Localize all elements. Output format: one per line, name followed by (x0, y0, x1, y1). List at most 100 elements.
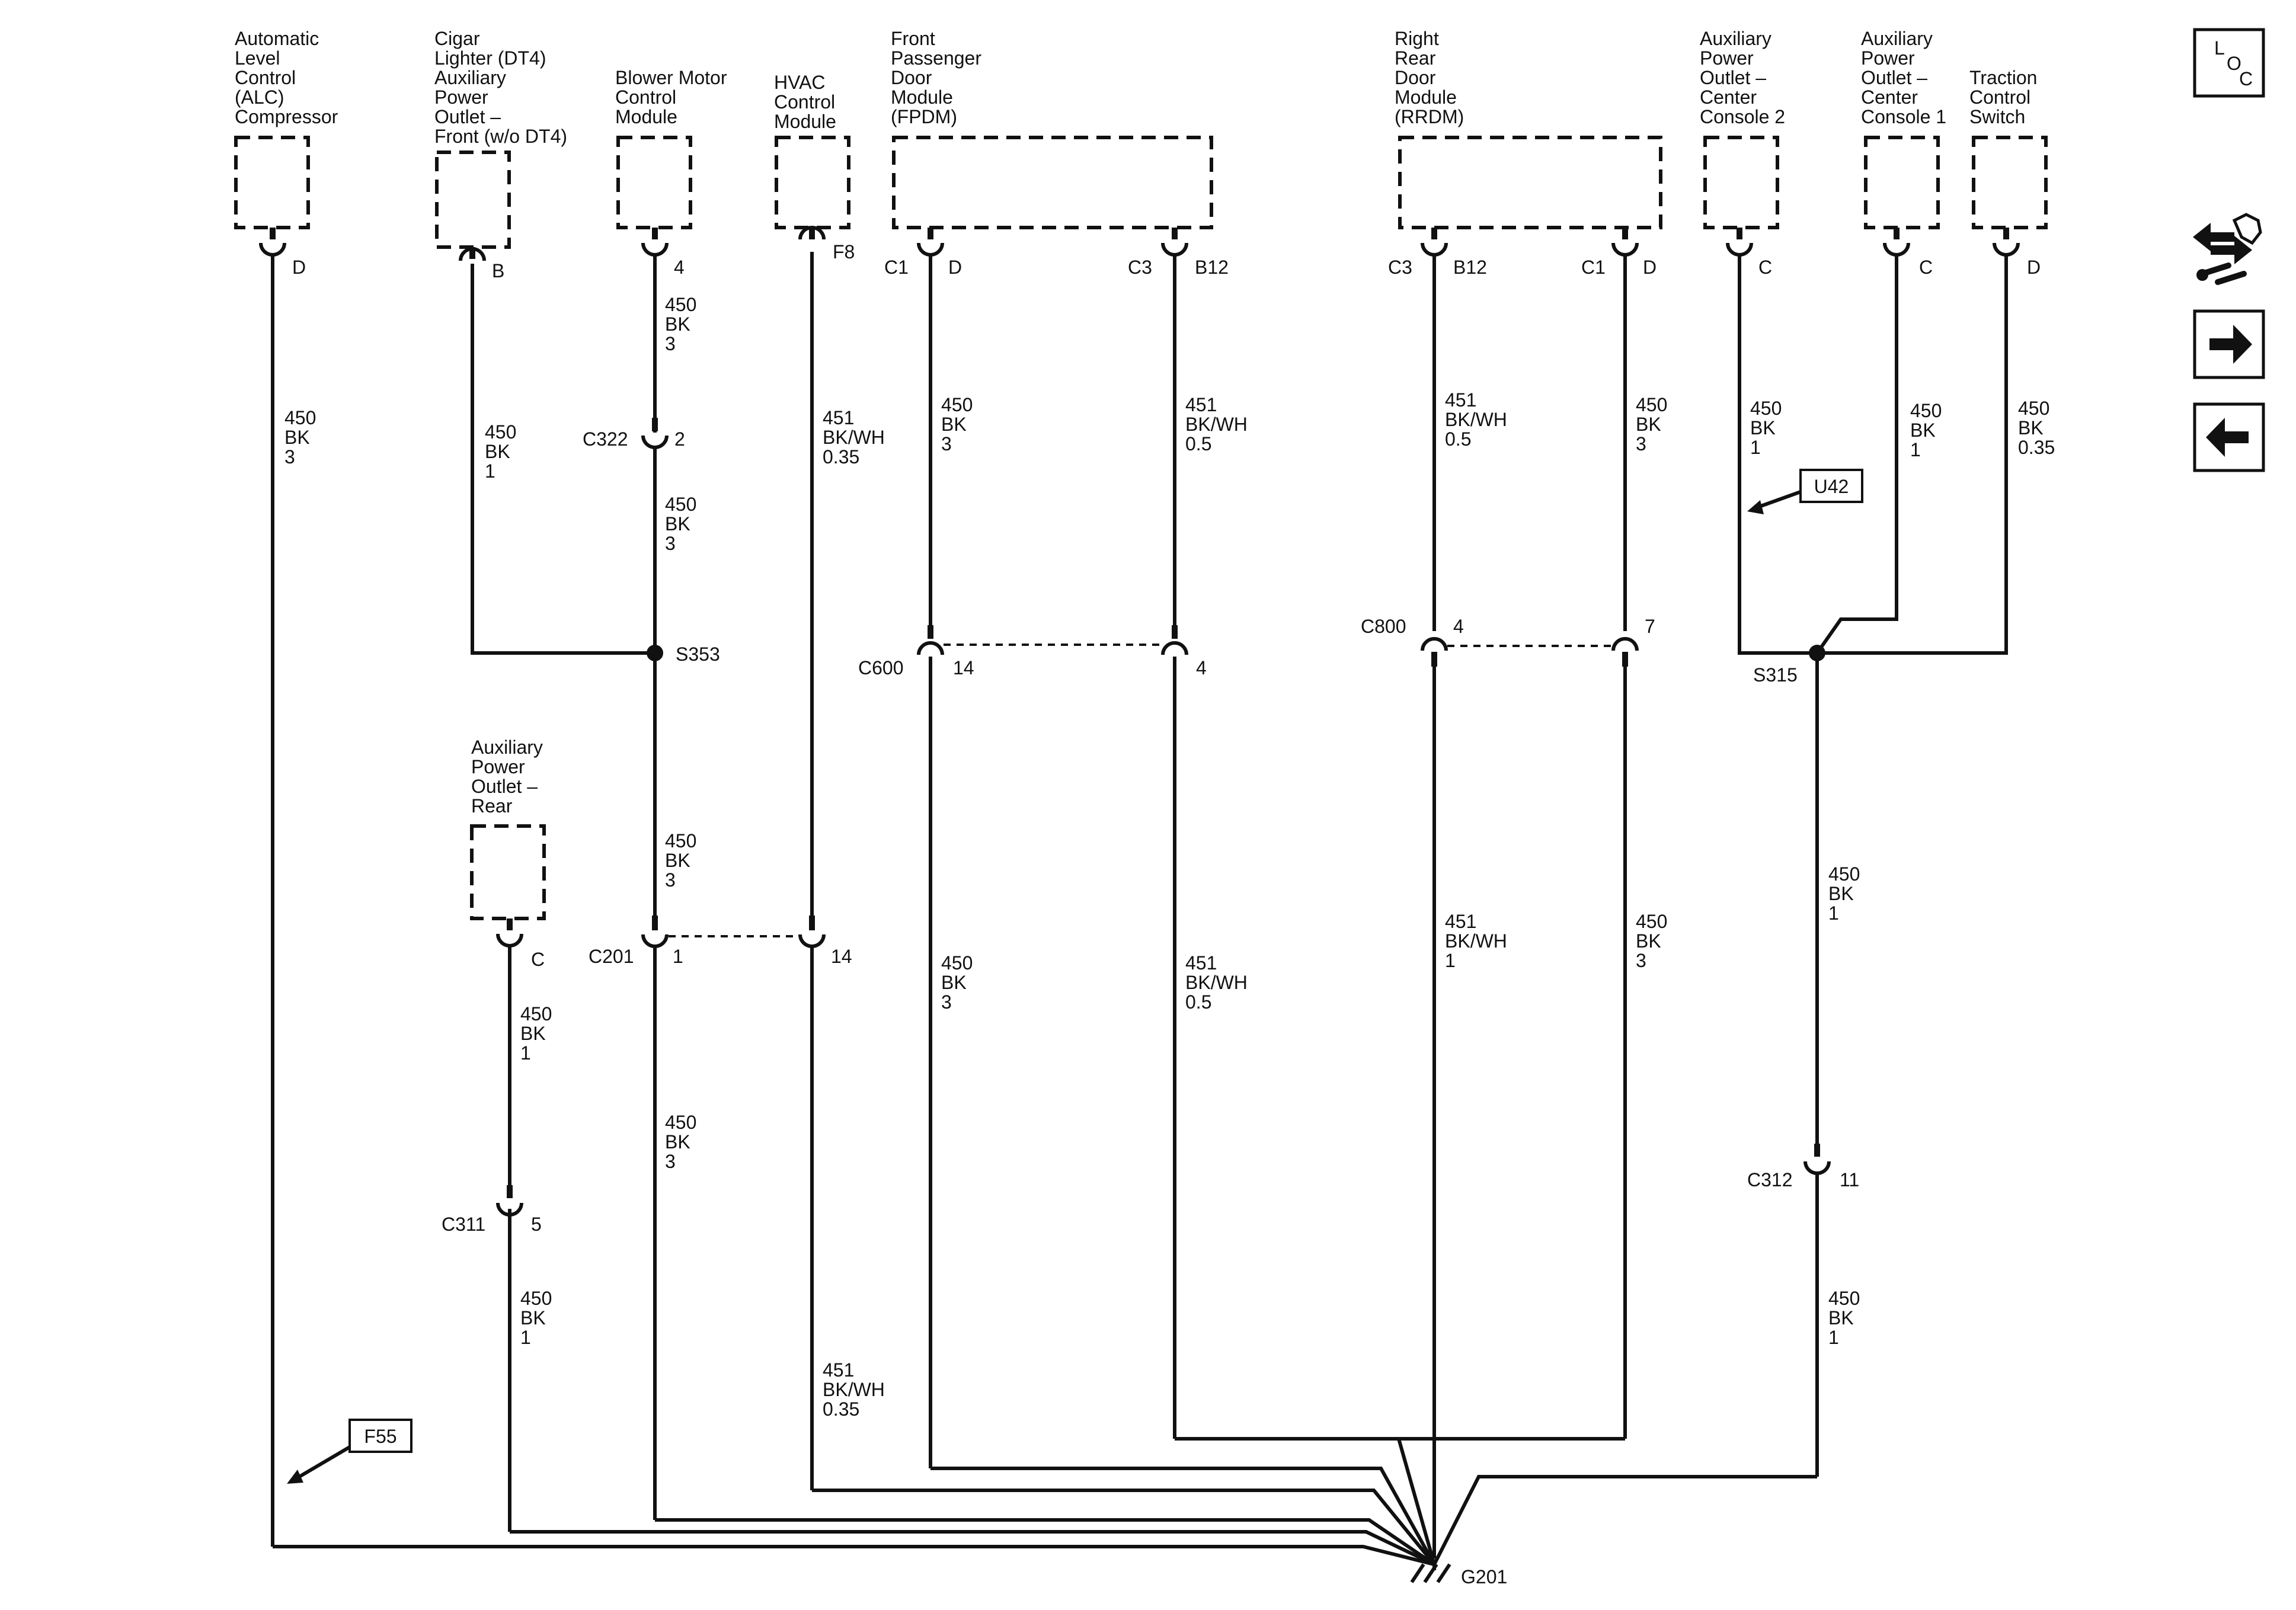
connector-c311[interactable] (496, 1185, 523, 1217)
pin-rrdm-d[interactable] (1611, 228, 1639, 257)
fpdm-title: Front Passenger Door Module (FPDM) (891, 28, 987, 127)
apo-center-console-1-box[interactable] (1864, 136, 1940, 229)
ground-g201[interactable] (1410, 1563, 1451, 1583)
splices (647, 645, 1825, 661)
connector-c201[interactable] (641, 916, 826, 948)
conn-label-rrdm-c3: C3 (1388, 257, 1412, 278)
ref-u42-label: U42 (1814, 476, 1849, 497)
connector-labels: C322 2 C201 1 14 C600 14 4 C800 4 7 C311… (442, 428, 1859, 1587)
ref-f55-label: F55 (364, 1426, 396, 1447)
component-swap-icon[interactable] (2193, 213, 2262, 285)
inline-connectors (496, 418, 1831, 1217)
loc-button[interactable]: L O C (2193, 28, 2265, 98)
cigar-title: Cigar Lighter (DT4) Auxiliary Power Outl… (434, 28, 567, 147)
ref-u42[interactable]: U42 (1747, 469, 1863, 514)
conn-label-fpdm-c1: C1 (884, 257, 909, 278)
connector-c600[interactable] (917, 625, 1188, 655)
c201-pin-1: 1 (673, 946, 683, 967)
cigar-lighter-box[interactable] (435, 151, 511, 249)
apo-rear-box[interactable] (470, 824, 546, 920)
pin-labels: D B 4 F8 C1 D C3 B12 C3 B12 C1 D C C D C (292, 241, 2041, 970)
apo-center-console-2-box[interactable] (1703, 136, 1779, 229)
pin-fpdm-b12[interactable] (1161, 228, 1188, 257)
connector-c312[interactable] (1803, 1144, 1831, 1175)
pin-label-cigar: B (492, 260, 504, 281)
traction-control-switch-box[interactable] (1972, 136, 2048, 229)
ref-f55[interactable]: F55 (287, 1419, 412, 1484)
pin-traction[interactable] (1993, 228, 2020, 257)
pin-label-apo-c2: C (1758, 257, 1772, 278)
apo-c2-title: Auxiliary Power Outlet – Center Console … (1700, 28, 1785, 127)
loc-letter-o: O (2227, 53, 2241, 74)
fpdm-box[interactable] (892, 136, 1213, 229)
pin-apo-rear[interactable] (496, 918, 523, 948)
wire-apo-c2[interactable] (1738, 255, 1817, 655)
pin-label-blower: 4 (674, 257, 685, 278)
forward-arrow-button[interactable] (2193, 309, 2265, 379)
c312-pin: 11 (1840, 1169, 1859, 1190)
rrdm-box[interactable] (1398, 136, 1662, 229)
ref-f55-arrowhead (287, 1470, 303, 1484)
ref-f55-arrow-line (295, 1445, 351, 1480)
pin-label-alc: D (292, 257, 306, 278)
c311-pin: 5 (531, 1214, 542, 1235)
pin-apo-c2[interactable] (1726, 228, 1753, 257)
hvac-title: HVAC Control Module (774, 72, 840, 132)
ref-u42-arrowhead (1747, 500, 1764, 514)
c600-pin-1: 14 (953, 657, 974, 678)
wire-cigar[interactable] (471, 264, 655, 655)
pin-apo-c1[interactable] (1883, 228, 1910, 257)
c201-name: C201 (589, 946, 634, 967)
run-s315 (1432, 1475, 1817, 1566)
apo-rear-title: Auxiliary Power Outlet – Rear (471, 737, 548, 817)
c322-name: C322 (583, 428, 628, 450)
traction-title: Traction Control Switch (1969, 67, 2042, 127)
pin-label-rrdm-b12: B12 (1453, 257, 1487, 278)
pin-label-rrdm-d: D (1643, 257, 1657, 278)
conn-label-rrdm-c1: C1 (1581, 257, 1606, 278)
back-arrow-icon (2206, 418, 2249, 457)
pin-fpdm-d[interactable] (917, 228, 944, 257)
pin-hvac[interactable] (798, 226, 826, 240)
component-pins (259, 226, 2020, 948)
c600-pin-2: 4 (1196, 657, 1207, 678)
blower-title: Blower Motor Control Module (615, 67, 732, 127)
pin-cigar[interactable] (459, 247, 486, 261)
splice-s315[interactable] (1809, 645, 1825, 661)
run-merge-1 (1397, 1438, 1436, 1565)
hvac-control-module-box[interactable] (775, 136, 850, 229)
blower-motor-module-box[interactable] (616, 136, 692, 229)
connector-c322[interactable] (641, 418, 669, 449)
s315-name: S315 (1753, 664, 1798, 686)
c800-pin-1: 4 (1453, 616, 1464, 637)
run-fpdm-d (930, 1467, 1436, 1566)
back-arrow-button[interactable] (2193, 402, 2265, 472)
splice-s353[interactable] (647, 645, 663, 661)
alc-compressor-box[interactable] (234, 136, 310, 229)
pin-blower[interactable] (641, 228, 669, 257)
wire-apo-c1[interactable] (1815, 255, 1898, 654)
connector-c800[interactable] (1421, 637, 1639, 667)
pin-alc[interactable] (259, 228, 286, 257)
wire-traction[interactable] (1817, 255, 2008, 655)
run-rear (510, 1530, 1435, 1566)
loc-letter-c: C (2239, 68, 2253, 89)
wires (271, 252, 2008, 1566)
pin-rrdm-b12[interactable] (1421, 228, 1448, 257)
